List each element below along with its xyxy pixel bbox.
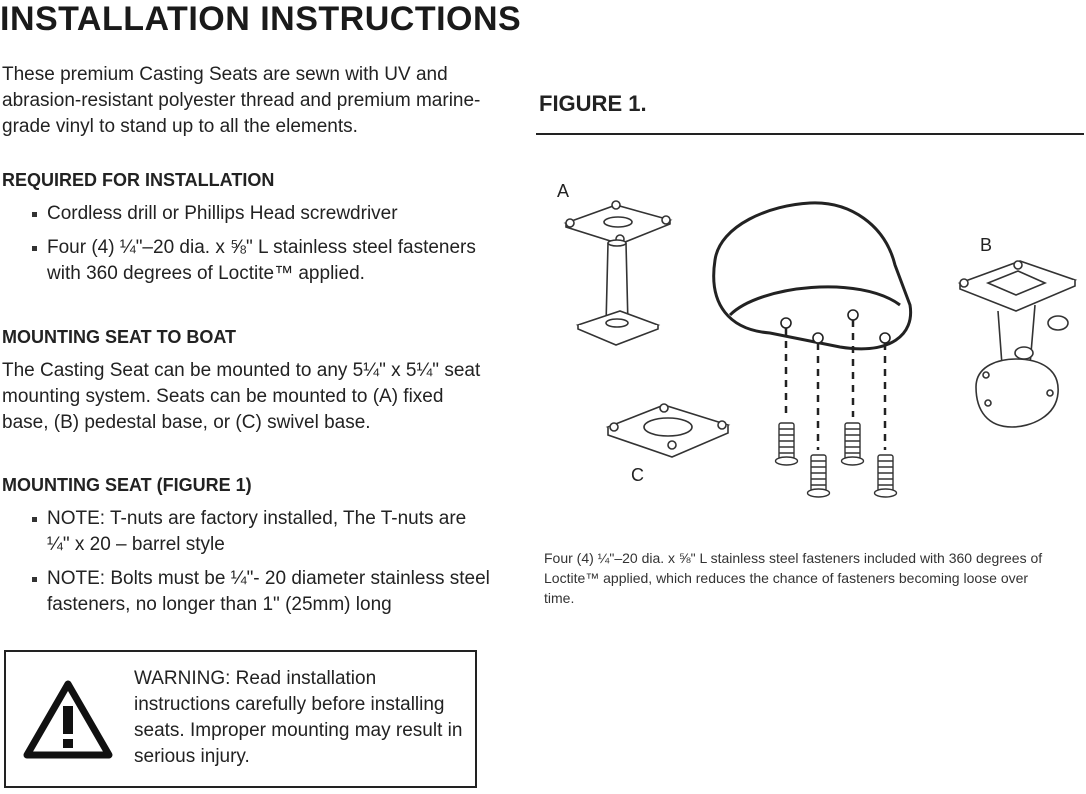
figure-caption: Four (4) ¼"–20 dia. x ⅝" L stainless ste…	[544, 550, 1043, 606]
list-item-text: Four (4) ¼"–20 dia. x ⅝" L stainless ste…	[47, 237, 476, 284]
list-item: NOTE: Bolts must be ¼"- 20 diameter stai…	[2, 566, 492, 618]
bolt	[873, 454, 898, 498]
warning-text: WARNING: Read installation instructions …	[134, 668, 463, 767]
mounting-figure-heading: MOUNTING SEAT (FIGURE 1)	[2, 475, 252, 495]
swivel-base-illustration	[605, 403, 731, 458]
mounting-boat-text: The Casting Seat can be mounted to any 5…	[2, 360, 481, 433]
bullet-icon	[32, 246, 37, 251]
figure-divider	[536, 133, 1084, 135]
bullet-icon	[32, 517, 37, 522]
label-a: A	[557, 181, 569, 201]
label-b: B	[980, 235, 992, 255]
required-heading: REQUIRED FOR INSTALLATION	[2, 170, 275, 190]
list-item: NOTE: T-nuts are factory installed, The …	[2, 506, 492, 558]
pedestal-base-illustration	[957, 260, 1078, 428]
warning-triangle-icon	[23, 680, 113, 759]
list-item-text: NOTE: Bolts must be ¼"- 20 diameter stai…	[47, 568, 490, 615]
bolt-guide-lines	[784, 320, 887, 450]
required-list: Cordless drill or Phillips Head screwdri…	[2, 201, 492, 295]
mounting-figure-list: NOTE: T-nuts are factory installed, The …	[2, 506, 492, 626]
page-title: INSTALLATION INSTRUCTIONS	[0, 0, 522, 38]
bolt	[774, 422, 799, 466]
bullet-icon	[32, 577, 37, 582]
label-c: C	[631, 465, 644, 485]
bullet-icon	[32, 212, 37, 217]
mounting-boat-heading: MOUNTING SEAT TO BOAT	[2, 327, 236, 347]
bolts-illustration	[774, 422, 898, 498]
list-item-text: Cordless drill or Phillips Head screwdri…	[47, 203, 398, 224]
figure-title: FIGURE 1.	[539, 91, 647, 116]
bolt	[806, 454, 831, 498]
intro-paragraph: These premium Casting Seats are sewn wit…	[2, 64, 481, 137]
seat-illustration	[712, 201, 913, 351]
fixed-base-illustration	[563, 200, 673, 346]
figure-illustration: A	[557, 181, 1078, 498]
bolt	[840, 422, 865, 466]
list-item: Four (4) ¼"–20 dia. x ⅝" L stainless ste…	[2, 235, 492, 287]
warning-box: WARNING: Read installation instructions …	[4, 650, 477, 788]
list-item-text: NOTE: T-nuts are factory installed, The …	[47, 508, 467, 555]
list-item: Cordless drill or Phillips Head screwdri…	[2, 201, 492, 227]
